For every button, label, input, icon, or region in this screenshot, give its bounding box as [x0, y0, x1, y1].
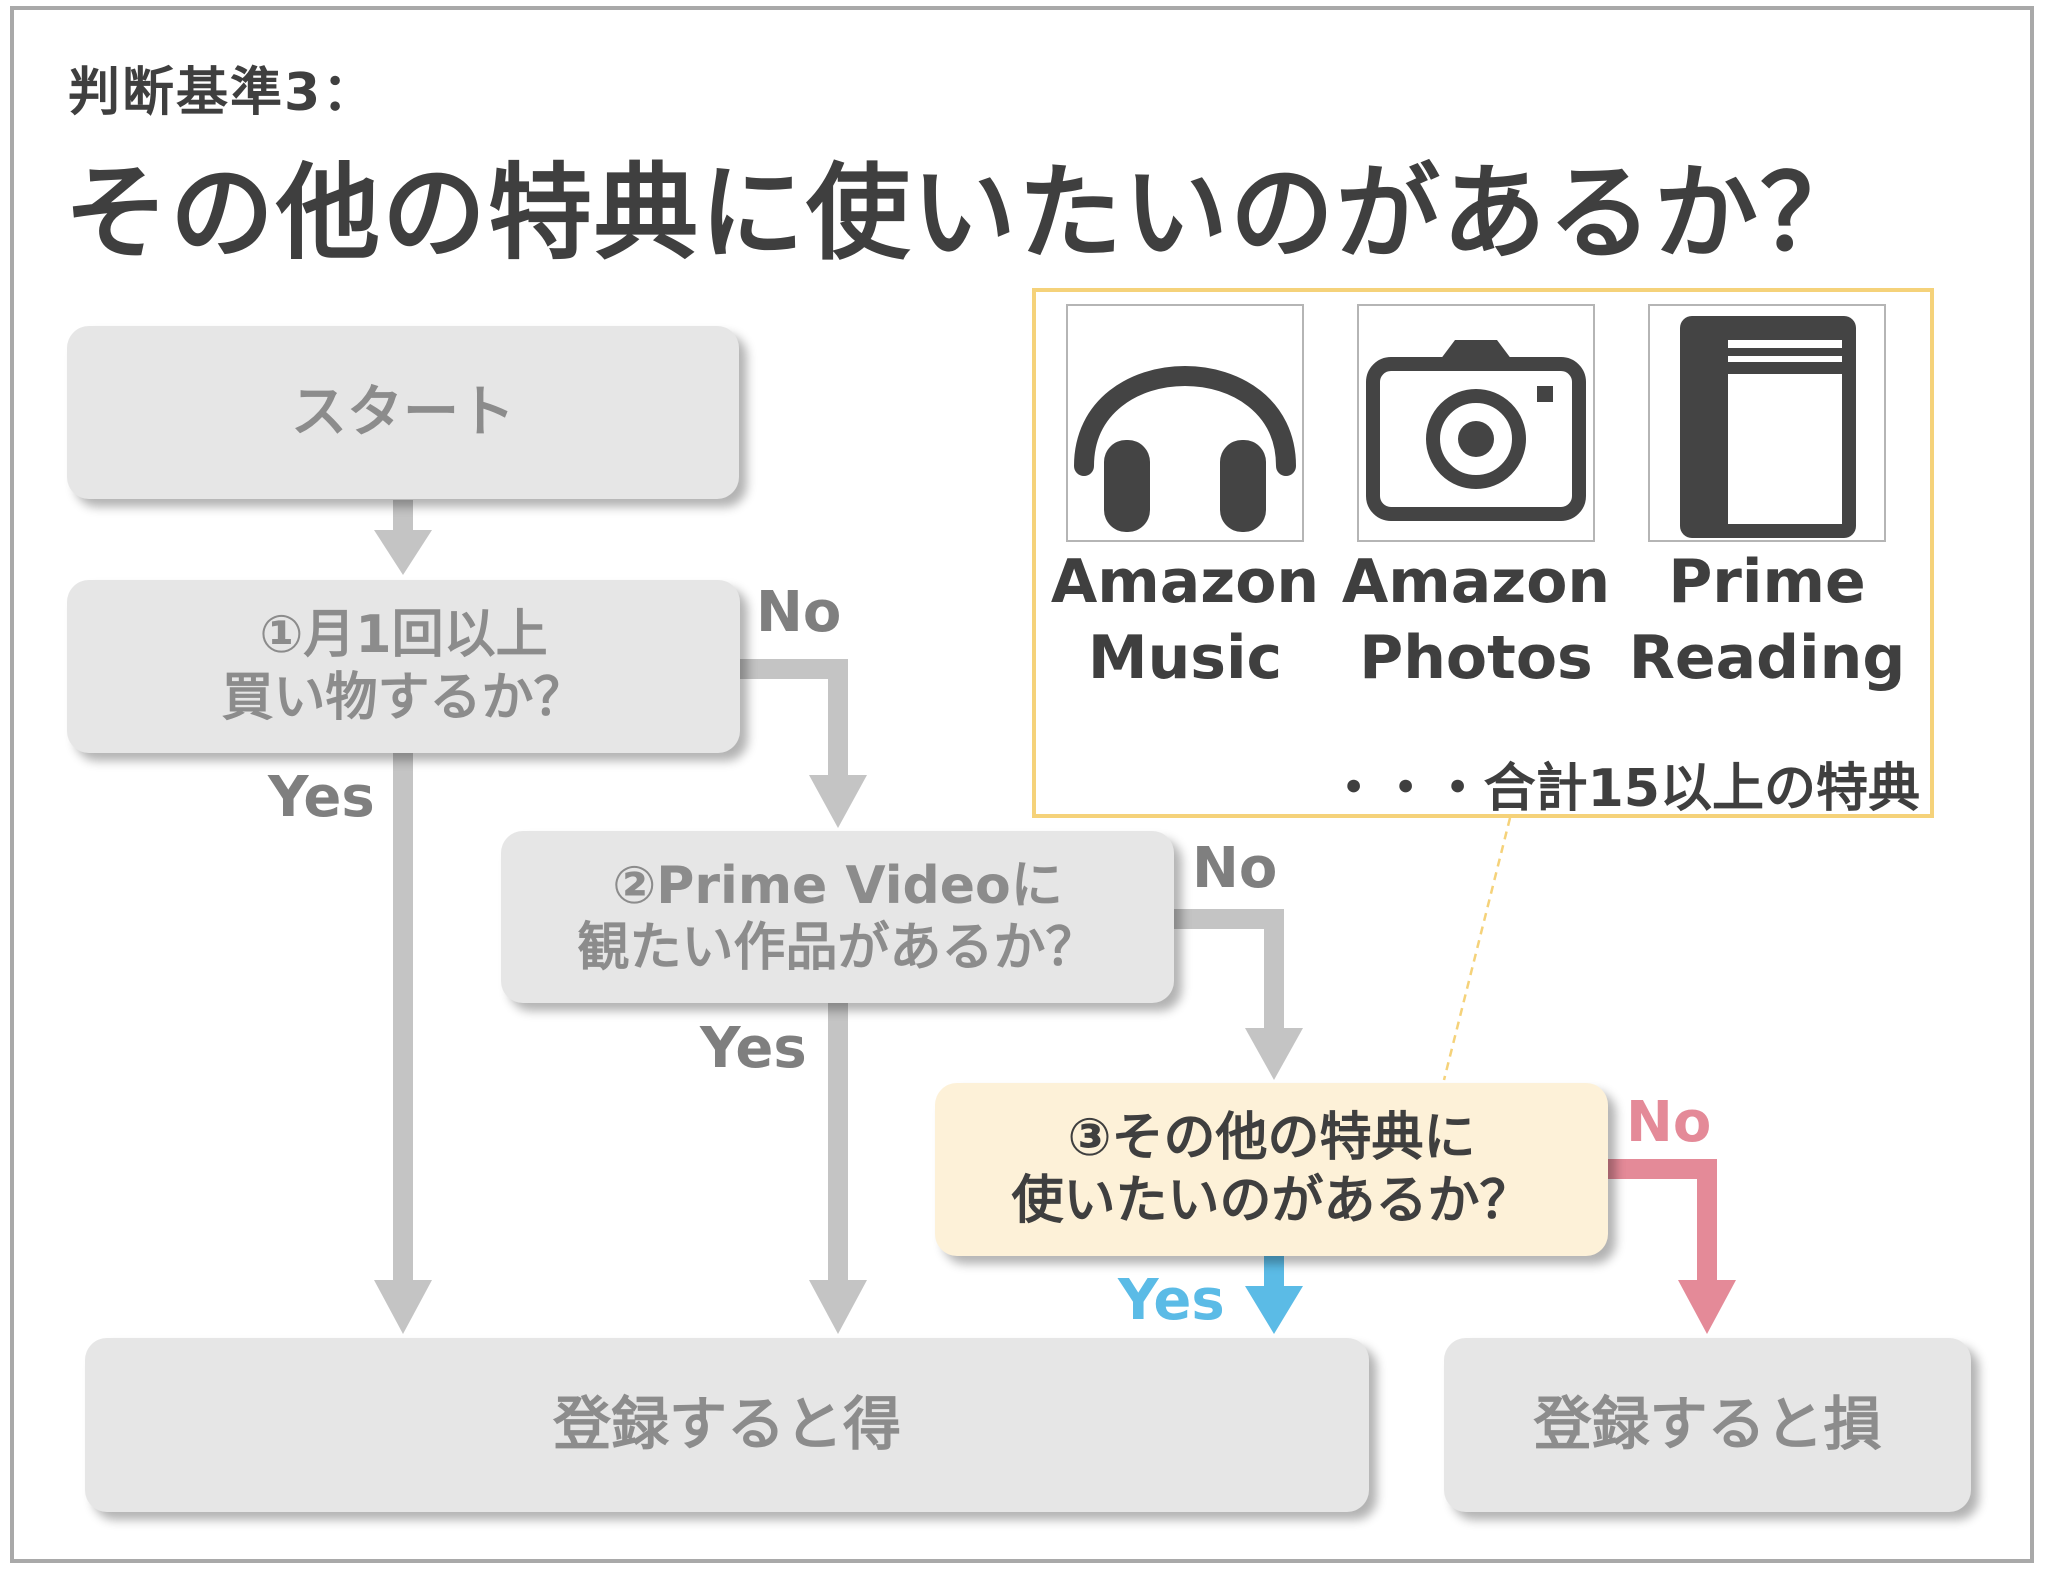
flow-start-box: スタート	[67, 326, 739, 499]
flow-question-3-line-1: ③その他の特典に	[1067, 1108, 1476, 1169]
flow-question-2-box: ②Prime Videoに 観たい作品があるか？	[501, 831, 1174, 1003]
connector-q3-no	[1608, 1159, 1717, 1280]
arrowhead-q2-no	[1245, 1028, 1303, 1080]
arrowhead-q1-yes	[374, 1280, 432, 1334]
flow-start-label: スタート	[291, 379, 515, 445]
diagram-subtitle: 判断基準3：	[68, 63, 377, 123]
arrowhead-q3-yes	[1245, 1286, 1303, 1334]
flow-result-good-box: 登録すると得	[85, 1338, 1369, 1512]
arrowhead-q3-no	[1678, 1280, 1736, 1334]
perks-note: ・・・合計15以上の特典	[1327, 759, 1920, 819]
perk-label-line: Prime	[1668, 547, 1866, 617]
flow-result-good-label: 登録すると得	[552, 1390, 901, 1459]
flow-question-1-line-1: ①月1回以上	[259, 605, 548, 666]
perk-label-amazon-music: Amazon Music	[1035, 544, 1335, 696]
q1-yes-label: Yes	[268, 765, 375, 830]
perk-label-line: Amazon	[1050, 547, 1320, 617]
perk-label-prime-reading: Prime Reading	[1617, 544, 1917, 696]
flow-question-2-line-1: ②Prime Videoに	[612, 855, 1063, 916]
q1-no-label: No	[756, 580, 842, 645]
flow-result-bad-label: 登録すると損	[1533, 1390, 1882, 1459]
flow-question-2-line-2: 観たい作品があるか？	[577, 918, 1098, 978]
q2-yes-label: Yes	[700, 1016, 807, 1081]
perk-label-line: Reading	[1628, 623, 1906, 693]
arrowhead-q2-yes	[809, 1280, 867, 1334]
connector-q2-no	[1174, 909, 1284, 1028]
flow-question-1-box: ①月1回以上 買い物するか？	[67, 580, 740, 753]
book-icon	[1648, 304, 1886, 542]
q2-no-label: No	[1192, 836, 1278, 901]
flow-question-1-line-2: 買い物するか？	[221, 667, 586, 728]
perk-label-amazon-photos: Amazon Photos	[1326, 544, 1626, 696]
connector-q1-no	[740, 659, 848, 775]
perk-label-line: Music	[1087, 623, 1283, 693]
flow-question-3-box: ③その他の特典に 使いたいのがあるか？	[935, 1083, 1608, 1256]
q3-no-label: No	[1626, 1090, 1712, 1155]
callout-dashed-line	[1442, 817, 1512, 1081]
arrowhead-start-q1	[374, 530, 432, 575]
q3-yes-label: Yes	[1118, 1268, 1225, 1333]
diagram-frame	[10, 6, 2034, 1563]
flow-question-3-line-2: 使いたいのがあるか？	[1011, 1170, 1532, 1231]
diagram-title: その他の特典に使いたいのがあるか？	[64, 152, 1867, 274]
perk-label-line: Amazon	[1341, 547, 1611, 617]
headphones-icon	[1066, 304, 1304, 542]
camera-icon	[1357, 304, 1595, 542]
flow-result-bad-box: 登録すると損	[1444, 1338, 1971, 1512]
perk-label-line: Photos	[1359, 623, 1593, 693]
arrowhead-q1-no	[809, 775, 867, 828]
